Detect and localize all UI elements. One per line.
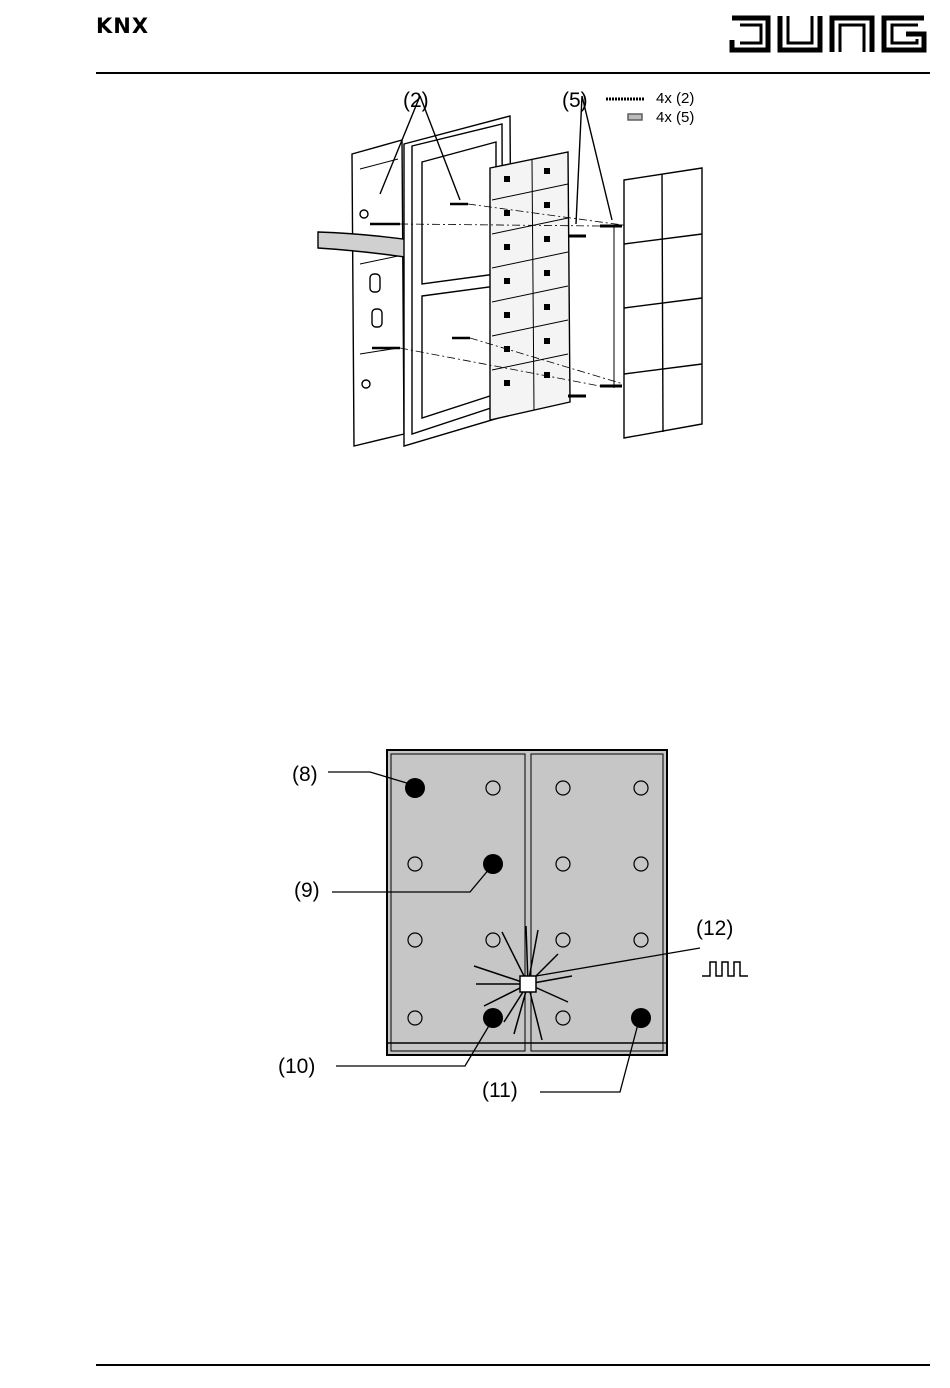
knx-logo: KNX bbox=[96, 14, 149, 38]
callout-8: (8) bbox=[292, 764, 318, 785]
legend-screw-short: 4x (5) bbox=[656, 110, 694, 125]
panel-drawing bbox=[270, 740, 770, 1110]
page-header: KNX bbox=[0, 0, 950, 80]
callout-2: (2) bbox=[403, 90, 429, 111]
push-button-panel-view: (8) (9) (10) (11) (12) bbox=[270, 740, 770, 1110]
mounting-drawing bbox=[300, 84, 730, 454]
flashing-signal-icon bbox=[702, 962, 748, 976]
panel bbox=[387, 750, 667, 1055]
callout-5: (5) bbox=[562, 90, 588, 111]
led-active-10 bbox=[483, 1008, 503, 1028]
callout-12: (12) bbox=[696, 918, 733, 939]
led-active-11 bbox=[631, 1008, 651, 1028]
legend-screw-long: 4x (2) bbox=[656, 91, 694, 106]
header-divider bbox=[96, 72, 930, 74]
callout-11: (11) bbox=[482, 1080, 518, 1101]
footer-divider bbox=[96, 1364, 930, 1366]
mounting-plate bbox=[352, 140, 404, 446]
led-active-9 bbox=[483, 854, 503, 874]
led-active-8 bbox=[405, 778, 425, 798]
mounting-exploded-view: (2) (5) 4x (2) 4x (5) bbox=[300, 84, 730, 454]
callout-10: (10) bbox=[278, 1056, 315, 1077]
callout-9: (9) bbox=[294, 880, 320, 901]
short-screw-icon bbox=[628, 114, 642, 120]
jung-logo bbox=[728, 10, 930, 58]
